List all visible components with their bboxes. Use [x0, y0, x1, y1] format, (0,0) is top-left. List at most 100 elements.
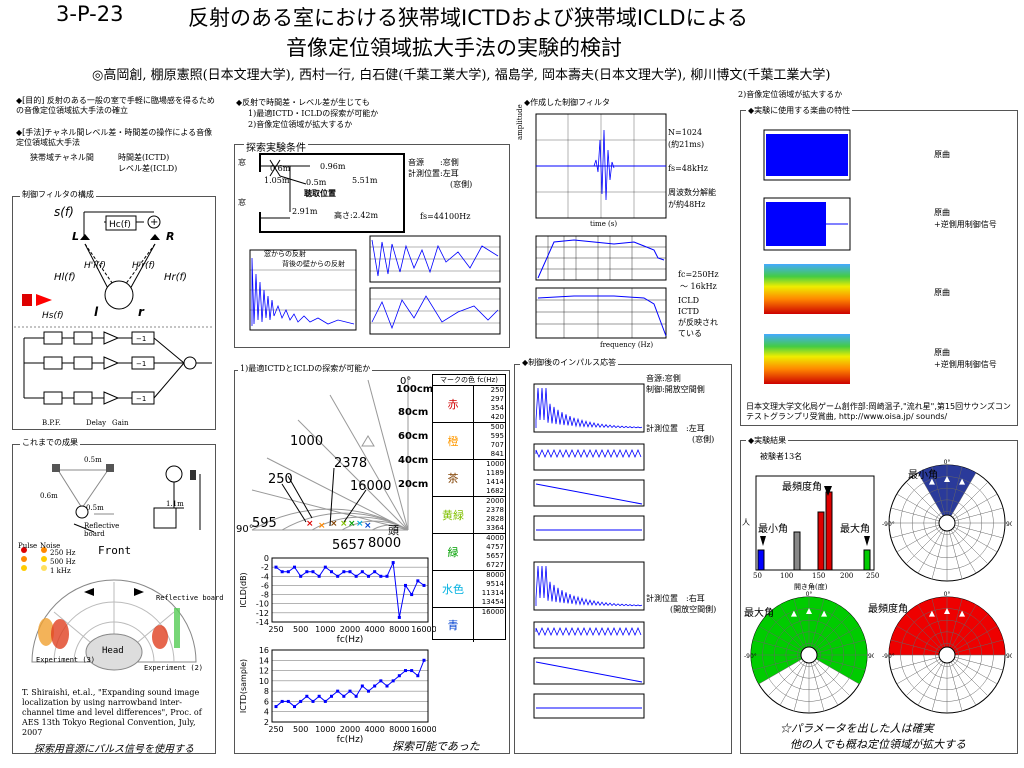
- bar-x200: 200: [840, 572, 854, 580]
- svg-text:90°: 90°: [1006, 653, 1012, 660]
- svg-text:×: ×: [340, 519, 348, 529]
- subjects-count: 被験者13名: [760, 452, 803, 461]
- data-point: [280, 699, 284, 703]
- svg-text:2000: 2000: [340, 725, 360, 734]
- intro-2: 2)音像定位領域が拡大するか: [248, 120, 353, 129]
- svg-text:-2: -2: [261, 563, 269, 572]
- polar-search-plot: × × × × × × ×: [251, 376, 409, 531]
- polar-num-595: 595: [252, 516, 277, 531]
- fc-color-name: 青: [433, 608, 474, 642]
- polar-max-angle: 0°-90°90°: [744, 591, 874, 714]
- filter-structure-box: [12, 196, 216, 430]
- reflect-back: 背後の壁からの反射: [282, 260, 345, 268]
- svg-text:8000: 8000: [389, 725, 409, 734]
- polar-num-1000: 1000: [290, 434, 324, 449]
- reference-text: T. Shiraishi, et.al., "Expanding sound i…: [22, 688, 202, 737]
- svg-text:×: ×: [356, 519, 364, 529]
- data-point: [360, 570, 364, 574]
- polar-angle0: 0°: [400, 376, 412, 387]
- data-point: [385, 684, 389, 688]
- svg-text:16000: 16000: [411, 625, 436, 634]
- bar-x100: 100: [780, 572, 794, 580]
- dim-height: 高さ:2.42m: [334, 211, 379, 220]
- section1-label: 1)最適ICTDとICLDの探索が可能か: [238, 364, 373, 374]
- svg-text:-8: -8: [261, 591, 269, 600]
- svg-text:×: ×: [318, 521, 326, 531]
- filter-amp-label: amplitude: [516, 104, 524, 140]
- data-point: [299, 574, 303, 578]
- svg-text:-14: -14: [256, 618, 269, 627]
- fc-color-name: 緑: [433, 534, 474, 570]
- svg-text:16: 16: [259, 646, 269, 655]
- music-original-ctrl: 原曲: [934, 208, 950, 217]
- data-point: [305, 694, 309, 698]
- legend-1k: 1 kHz: [50, 567, 71, 575]
- conclusion-2: 他の人でも概ね定位領域が拡大する: [790, 738, 966, 751]
- svg-text:90°: 90°: [1006, 521, 1012, 528]
- svg-text:+: +: [150, 217, 158, 228]
- svg-text:−1: −1: [136, 360, 146, 368]
- data-point: [317, 694, 321, 698]
- results-box: [740, 440, 1018, 754]
- svg-text:6: 6: [264, 697, 269, 706]
- data-point: [311, 570, 315, 574]
- polar-r80: 80cm: [398, 407, 429, 418]
- data-point: [404, 583, 407, 587]
- dim-06m-room: 0.6m: [270, 164, 291, 173]
- data-point: [323, 699, 327, 703]
- svg-text:4000: 4000: [364, 625, 384, 634]
- svg-text:500: 500: [293, 625, 308, 634]
- music-original-ctrl2: 原曲: [934, 348, 950, 357]
- svg-text:4: 4: [264, 708, 269, 717]
- reflect-note: が反映され: [678, 318, 718, 327]
- svg-text:10: 10: [259, 677, 269, 686]
- bar-max-angle: 最大角: [840, 524, 870, 535]
- data-point: [305, 570, 309, 574]
- svg-text:−1: −1: [136, 335, 146, 343]
- dim-05m-bottom: 0.5m: [86, 504, 104, 512]
- svg-text:l: l: [94, 305, 99, 319]
- calc-pos2: (窓側): [450, 180, 473, 189]
- music-box: [740, 110, 1018, 426]
- bar-min-angle: 最小角: [758, 524, 788, 535]
- svg-text:-90°: -90°: [744, 653, 757, 660]
- data-point: [336, 689, 340, 693]
- data-point: [286, 699, 290, 703]
- fc-info2: ～ 16kHz: [680, 282, 717, 291]
- reflect-window: 窓からの反射: [264, 250, 306, 258]
- search-cond-label: 探索実験条件: [244, 139, 308, 154]
- polar-max-title: 最大角: [744, 608, 774, 619]
- data-point: [280, 570, 284, 574]
- legend-pulse: Pulse: [18, 542, 38, 550]
- search-cond-box: [234, 144, 510, 348]
- right-ear: 計測位置 :右耳: [646, 594, 705, 603]
- polar-r40: 40cm: [398, 455, 429, 466]
- dim-105m: 1.05m: [264, 176, 290, 185]
- svg-text:14: 14: [259, 656, 269, 665]
- block-label-gain: Gain: [112, 419, 129, 427]
- svg-text:s(f): s(f): [54, 205, 74, 219]
- svg-text:8000: 8000: [389, 625, 409, 634]
- data-point: [379, 679, 383, 683]
- svg-text:ICTD(sample): ICTD(sample): [239, 659, 248, 713]
- paper-title-line1: 反射のある室における狭帯域ICTDおよび狭帯域ICLDによる: [188, 6, 748, 30]
- bar-x250: 250: [866, 572, 880, 580]
- src-window: 音源:窓側: [646, 374, 681, 383]
- source-pos: 音源 :窓側: [408, 158, 459, 167]
- polar-head: 頭: [388, 524, 399, 537]
- svg-text:0°: 0°: [944, 591, 951, 598]
- prior-results-diagram: [21, 464, 201, 671]
- svg-text:×: ×: [306, 519, 314, 529]
- legend-250: 250 Hz: [50, 549, 76, 557]
- svg-text:H'l(f): H'l(f): [84, 261, 106, 271]
- col1-footer-note: 探索用音源にパルス信号を使用する: [34, 744, 194, 755]
- polar-angle90: 90°: [236, 524, 254, 535]
- ictd-note: ICTD: [678, 307, 700, 316]
- polar-mode-title: 最頻度角: [868, 604, 908, 615]
- svg-text:8: 8: [264, 687, 269, 696]
- prior-exp3: Experiment (3): [36, 656, 96, 664]
- svg-text:r: r: [138, 305, 145, 319]
